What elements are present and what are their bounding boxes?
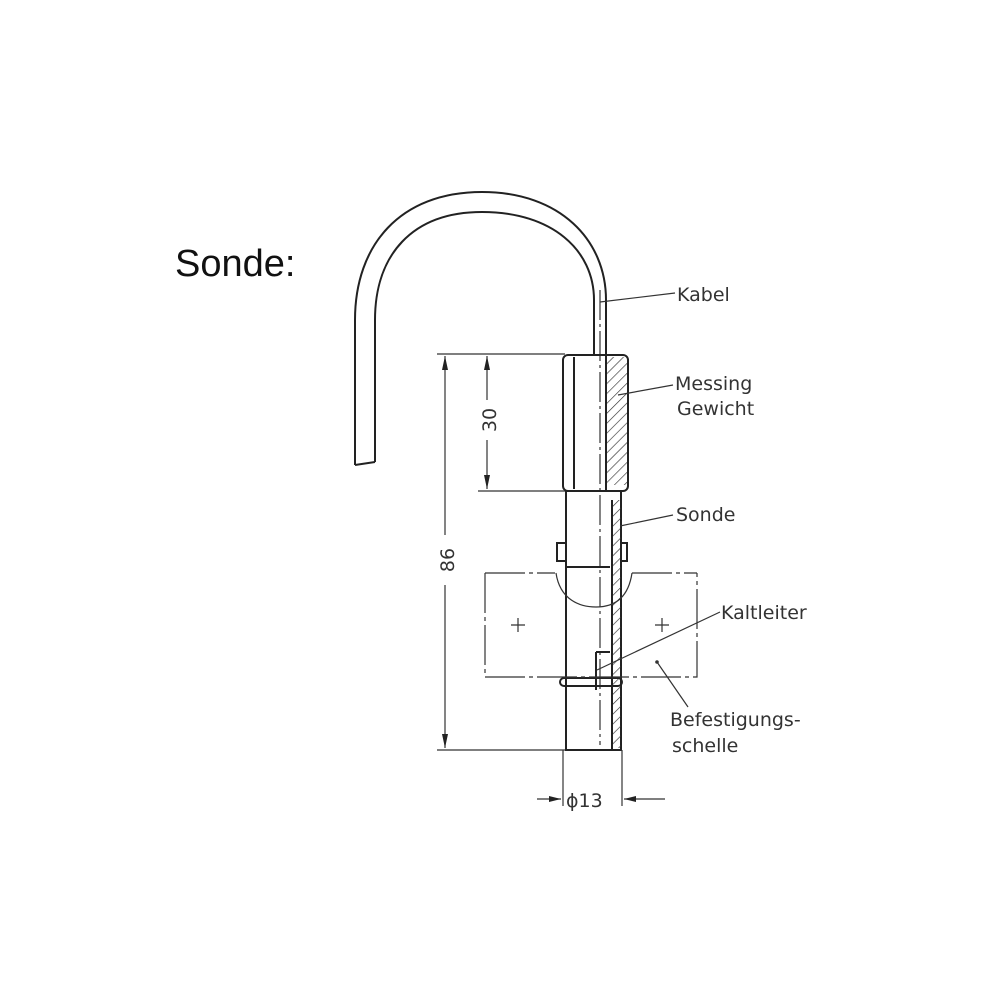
brass-weight bbox=[562, 354, 629, 492]
dim-diameter: ϕ13 bbox=[566, 790, 603, 812]
diagram-title: Sonde: bbox=[175, 243, 295, 285]
probe-body bbox=[556, 490, 628, 751]
label-brass: Messing bbox=[675, 373, 752, 395]
label-clamp-2: schelle bbox=[672, 735, 738, 757]
dimension-lines bbox=[437, 353, 665, 806]
dim-total-length: 86 bbox=[437, 548, 459, 572]
cable bbox=[354, 190, 607, 745]
label-clamp-1: Befestigungs- bbox=[670, 709, 801, 731]
leader-lines bbox=[596, 292, 721, 708]
label-weight: Gewicht bbox=[677, 398, 754, 420]
label-ptc: Kaltleiter bbox=[721, 602, 807, 624]
dim-weight-length: 30 bbox=[479, 408, 501, 432]
label-cable: Kabel bbox=[677, 284, 730, 306]
mounting-clamp bbox=[484, 572, 698, 678]
label-probe: Sonde bbox=[676, 504, 735, 526]
